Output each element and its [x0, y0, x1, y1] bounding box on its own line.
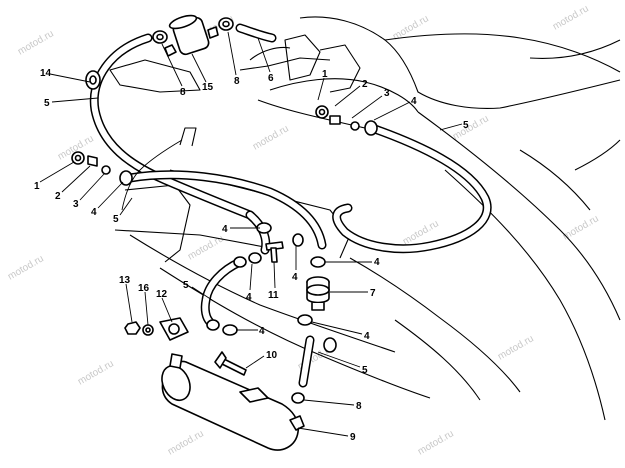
callout-16: 16: [138, 283, 150, 294]
bracket-12: [159, 317, 189, 341]
callout-8-top-left: 8: [180, 87, 186, 98]
callout-15: 15: [202, 82, 214, 93]
svg-text:motod.ru: motod.ru: [186, 233, 226, 262]
callout-1-left: 1: [34, 181, 40, 192]
callout-3-left: 3: [73, 199, 79, 210]
frame-outline: [109, 16, 621, 421]
svg-text:motod.ru: motod.ru: [166, 428, 206, 457]
hose-6-short: [235, 23, 277, 43]
svg-text:motod.ru: motod.ru: [76, 358, 116, 387]
callout-labels: 1 2 3 4 14 5 5 8 15 8 6 1 2 3 4 5 4 4 4 …: [34, 68, 469, 443]
svg-text:motod.ru: motod.ru: [16, 28, 56, 57]
callout-8-bottom: 8: [356, 401, 362, 412]
callout-4-clamp-d: 4: [374, 257, 380, 268]
canister-9: [161, 353, 305, 451]
callout-4-clamp-c: 4: [292, 272, 298, 283]
clamp-8-top-left: [152, 30, 168, 44]
callout-4-clamp-b: 4: [246, 292, 252, 303]
svg-text:motod.ru: motod.ru: [451, 113, 491, 142]
callout-2-left: 2: [55, 191, 61, 202]
clamp-14: [85, 70, 101, 90]
fuel-filter-15: [164, 14, 219, 57]
callout-4-lower-right: 4: [364, 331, 370, 342]
svg-text:motod.ru: motod.ru: [416, 428, 456, 457]
callout-3-right: 3: [384, 88, 390, 99]
nut-13: [124, 321, 141, 335]
callout-2-right: 2: [362, 79, 368, 90]
svg-text:motod.ru: motod.ru: [561, 213, 601, 242]
callout-5-midleft: 5: [113, 214, 119, 225]
fuel-pump-7: [306, 276, 330, 311]
leader-lines: [39, 31, 463, 437]
hose-5-main-loop: [332, 123, 492, 254]
clamps-middle: [233, 222, 326, 268]
callout-1-right: 1: [322, 69, 328, 80]
callout-7: 7: [370, 288, 376, 299]
callout-5-topleft: 5: [44, 98, 50, 109]
svg-text:motod.ru: motod.ru: [251, 123, 291, 152]
callout-4-right: 4: [411, 96, 417, 107]
cable: [121, 139, 183, 211]
bolt-10: [214, 351, 247, 376]
callout-9: 9: [350, 432, 356, 443]
callout-12: 12: [156, 289, 168, 300]
callout-4-clamp-a: 4: [222, 224, 228, 235]
svg-text:motod.ru: motod.ru: [496, 333, 536, 362]
callout-11: 11: [268, 290, 279, 301]
callout-5-right: 5: [463, 120, 469, 131]
fittings-left: [71, 151, 133, 186]
hose-5-cross: [125, 170, 327, 250]
hose-5-lower: [200, 257, 245, 327]
svg-text:motod.ru: motod.ru: [6, 253, 46, 282]
svg-text:motod.ru: motod.ru: [551, 3, 591, 32]
callout-8-top-mid: 8: [234, 76, 240, 87]
hose-5-vertical: [298, 335, 315, 388]
callout-13: 13: [119, 275, 131, 286]
callout-10: 10: [266, 350, 278, 361]
callout-6: 6: [268, 73, 274, 84]
callout-5-lower: 5: [183, 280, 189, 291]
fittings-right: [315, 105, 378, 136]
callout-14: 14: [40, 68, 52, 79]
callout-4-left: 4: [91, 207, 97, 218]
t-fitting-11: [265, 233, 304, 263]
clamp-8-top-mid: [218, 17, 234, 31]
callout-4-lower-left: 4: [259, 326, 265, 337]
callout-5-bottom: 5: [362, 365, 368, 376]
clamps-lower: [206, 314, 337, 353]
washer-16: [142, 324, 154, 336]
hose-5-left-loop: [89, 33, 255, 220]
